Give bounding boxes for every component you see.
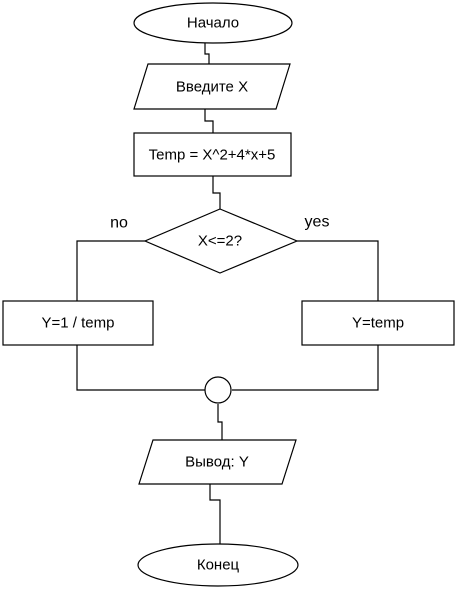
decision-block: X<=2? [143, 208, 299, 274]
connector-process-decision [212, 176, 221, 209]
yes-branch-rect [301, 300, 455, 346]
input-block: Введите X [133, 63, 291, 110]
connector-yes-branch-merge [232, 345, 379, 391]
branch-yes-label: yes [305, 214, 330, 231]
output-label: Вывод: Y [185, 454, 249, 471]
connector-merge-output [217, 404, 223, 440]
start-ellipse [133, 2, 293, 44]
connector-start-input [204, 43, 210, 64]
decision-diamond [143, 208, 299, 274]
no-branch-label: Y=1 / temp [42, 315, 115, 332]
connector-input-process [204, 109, 214, 133]
end-label: Конец [197, 557, 240, 574]
process-rect [133, 132, 292, 177]
yes-branch-label: Y=temp [352, 315, 404, 332]
end-terminator: Конец [137, 543, 299, 587]
yes-branch-block: Y=temp [301, 300, 455, 346]
connector-decision-yes-branch [297, 240, 379, 301]
end-ellipse [137, 543, 299, 587]
input-parallelogram [133, 63, 291, 110]
start-label: Начало [187, 15, 239, 32]
connectors [76, 43, 379, 544]
process-label: Temp = X^2+4*x+5 [149, 147, 276, 164]
no-branch-rect [2, 300, 154, 346]
merge-connector-circle [204, 376, 232, 404]
decision-label: X<=2? [198, 233, 242, 250]
no-branch-block: Y=1 / temp [2, 300, 154, 346]
input-label: Введите X [176, 79, 248, 96]
connector-decision-no-branch [76, 240, 145, 301]
start-terminator: Начало [133, 2, 293, 44]
branch-no-label: no [110, 215, 128, 232]
connector-output-end [209, 484, 221, 544]
output-parallelogram [138, 439, 297, 485]
connector-no-branch-merge [76, 345, 205, 391]
output-block: Вывод: Y [138, 439, 297, 485]
process-block: Temp = X^2+4*x+5 [133, 132, 292, 177]
